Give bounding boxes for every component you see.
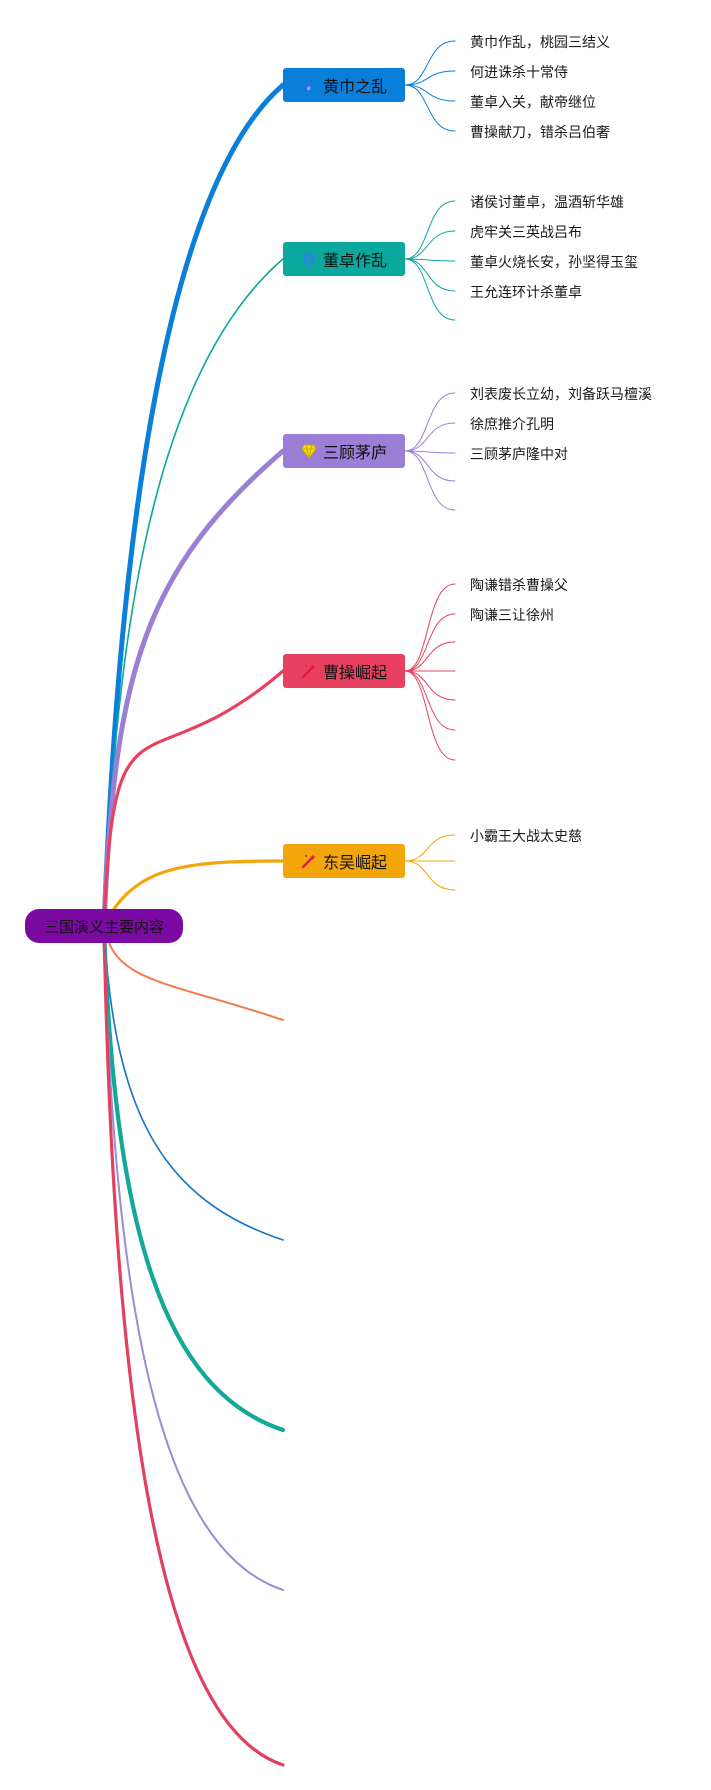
leaf-connector — [404, 613, 456, 672]
leaf-label[interactable]: 诸侯讨董卓，温酒斩华雄 — [470, 195, 624, 211]
fire-icon — [301, 77, 317, 93]
leaf-connector — [404, 450, 456, 482]
leaf-label[interactable]: 黄巾作乱，桃园三结义 — [470, 35, 610, 51]
leaf-connector — [404, 450, 456, 511]
leaf-connector — [404, 422, 456, 452]
leaf-label[interactable]: 小霸王大战太史慈 — [470, 829, 582, 845]
leaf-connector — [404, 230, 456, 260]
branch-label: 曹操崛起 — [322, 663, 387, 682]
branch-connector — [103, 258, 284, 927]
branch-node-caocao[interactable]: 曹操崛起 — [283, 654, 405, 688]
branch-label: 三顾茅庐 — [322, 443, 387, 462]
leaf-connector — [404, 392, 456, 452]
branch-node-sangu[interactable]: 三顾茅庐 — [283, 434, 405, 468]
leaf-connector — [404, 670, 456, 731]
branch-label: 黄巾之乱 — [322, 77, 387, 96]
root-label: 三国演义主要内容 — [43, 917, 164, 936]
diamond-icon — [301, 443, 317, 459]
leaf-connector — [404, 258, 456, 262]
leaf-connector — [404, 84, 456, 102]
leaf-label[interactable]: 王允连环计杀董卓 — [470, 285, 582, 301]
branch-node-huangjin[interactable]: 黄巾之乱 — [283, 68, 405, 102]
branch-connector — [101, 448, 286, 929]
leaf-connector — [404, 583, 456, 672]
leaf-label[interactable]: 三顾茅庐隆中对 — [470, 447, 568, 463]
leaf-connector — [404, 258, 456, 321]
magic-wand-icon — [301, 663, 317, 679]
leaf-connector — [404, 70, 456, 86]
branch-label: 董卓作乱 — [322, 251, 387, 270]
empty-branch-connector — [101, 923, 286, 1433]
leaf-label[interactable]: 何进诛杀十常侍 — [470, 65, 568, 81]
leaf-connector — [404, 200, 456, 260]
leaf-label[interactable]: 刘表废长立幼，刘备跃马檀溪 — [470, 387, 652, 403]
leaf-connector — [404, 860, 456, 891]
branch-connector — [102, 669, 285, 928]
leaf-label[interactable]: 陶谦三让徐州 — [470, 608, 554, 624]
leaf-label[interactable]: 陶谦错杀曹操父 — [470, 578, 568, 594]
branch-connector — [102, 859, 285, 928]
leaf-connector — [404, 670, 456, 761]
root-node[interactable]: 三国演义主要内容 — [25, 909, 183, 943]
branch-connector — [101, 82, 286, 929]
empty-branch-connector — [103, 925, 284, 1021]
leaf-label[interactable]: 徐庶推介孔明 — [470, 417, 554, 433]
leaf-label[interactable]: 董卓火烧长安，孙坚得玉玺 — [470, 255, 638, 271]
leaf-connector — [404, 670, 456, 701]
empty-branch-connector — [102, 924, 285, 1767]
leaf-connector — [404, 834, 456, 862]
empty-branch-connector — [103, 925, 284, 1591]
leaf-connector — [404, 40, 456, 86]
branch-node-dongzhuo[interactable]: 董卓作乱 — [283, 242, 405, 276]
leaf-connector — [404, 84, 456, 132]
leaf-label[interactable]: 董卓入关，献帝继位 — [470, 95, 596, 111]
leaf-label[interactable]: 虎牢关三英战吕布 — [470, 225, 582, 241]
gear-icon — [301, 251, 317, 267]
leaf-connector — [404, 258, 456, 292]
leaf-label[interactable]: 曹操献刀，错杀吕伯奢 — [470, 125, 610, 141]
branch-label: 东吴崛起 — [322, 853, 387, 872]
magic-wand-icon — [301, 853, 317, 869]
empty-branch-connector — [103, 925, 284, 1241]
branch-node-dongwu[interactable]: 东吴崛起 — [283, 844, 405, 878]
leaf-connector — [404, 641, 456, 672]
